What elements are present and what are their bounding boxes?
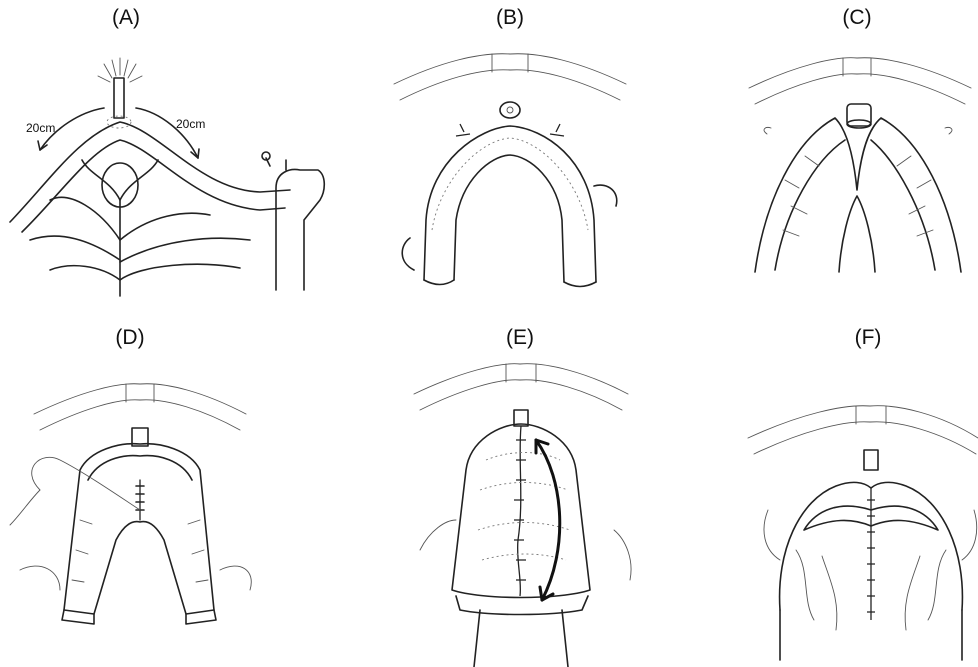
panel-c-drawing	[735, 0, 978, 300]
abdominal-wall	[414, 364, 628, 410]
side-tissue	[420, 520, 631, 580]
rotation-arrow	[536, 440, 560, 600]
stoma	[500, 102, 520, 118]
panel-b: (B)	[380, 0, 640, 300]
measurement-right: 20cm	[176, 117, 205, 131]
abdominal-wall	[394, 54, 626, 100]
panel-e-drawing	[390, 320, 650, 667]
dotted-guides	[478, 453, 570, 561]
pouch-sutures	[514, 426, 526, 596]
panel-d-drawing	[0, 320, 270, 667]
panel-d: (D)	[0, 320, 270, 667]
panel-f: (F)	[740, 320, 978, 667]
bowel-plates	[62, 444, 216, 624]
stoma-tube	[114, 78, 124, 118]
stoma	[864, 450, 878, 470]
panel-b-drawing	[380, 0, 640, 300]
measurement-left: 20cm	[26, 121, 55, 135]
opened-bowel	[755, 118, 961, 272]
panel-a: (A) 20cm 20cm	[0, 0, 330, 300]
bowel-loop-outer	[10, 122, 290, 222]
panel-e: (E)	[390, 320, 650, 667]
bowel-loop	[402, 126, 617, 287]
panel-f-drawing	[740, 320, 978, 667]
colon-segment	[262, 152, 324, 290]
bowel-loop-inner	[22, 140, 285, 232]
abdominal-wall	[748, 406, 978, 454]
abdominal-wall	[34, 384, 246, 430]
stoma	[847, 104, 871, 126]
panel-a-drawing: 20cm 20cm	[0, 0, 330, 300]
panel-c: (C)	[735, 0, 978, 300]
mucosal-folds	[20, 520, 251, 590]
abdominal-wall	[749, 58, 971, 104]
pouch-sutures	[867, 488, 875, 620]
